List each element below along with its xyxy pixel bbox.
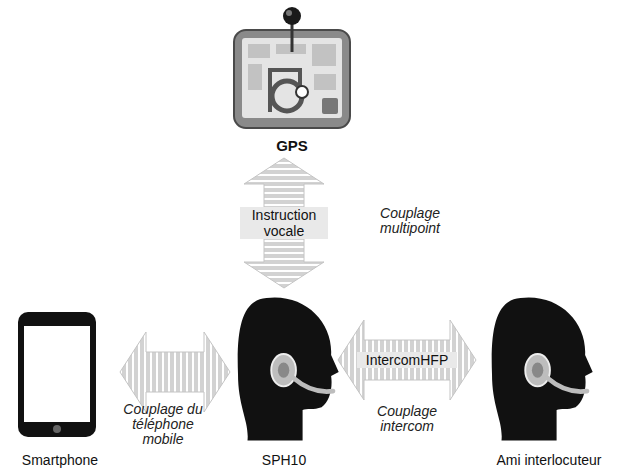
edge-label: IntercomHFP <box>357 352 457 368</box>
node-label: SPH10 <box>234 452 334 468</box>
node-label: GPS <box>228 138 356 154</box>
node-label: Ami interlocuteur <box>480 452 618 468</box>
pairing-arrow <box>338 320 476 400</box>
rider-head-friend <box>492 297 593 440</box>
diagram-node: Smartphone <box>4 308 116 470</box>
gps-icon <box>234 7 350 128</box>
smartphone-icon <box>18 312 96 437</box>
pairing-caption: Couplage du téléphone mobile <box>113 402 213 447</box>
diagram-node: SPH10 <box>234 292 334 470</box>
edge-label: Instruction vocale <box>240 207 328 239</box>
diagram-node: GPS <box>228 6 356 154</box>
pairing-arrow <box>120 332 230 412</box>
rider-head-sph10 <box>238 297 339 440</box>
diagram-node: Ami interlocuteur <box>480 292 618 470</box>
node-label: Smartphone <box>4 452 116 468</box>
pairing-caption: Couplage multipoint <box>365 206 455 236</box>
pairing-caption: Couplage intercom <box>365 404 449 434</box>
